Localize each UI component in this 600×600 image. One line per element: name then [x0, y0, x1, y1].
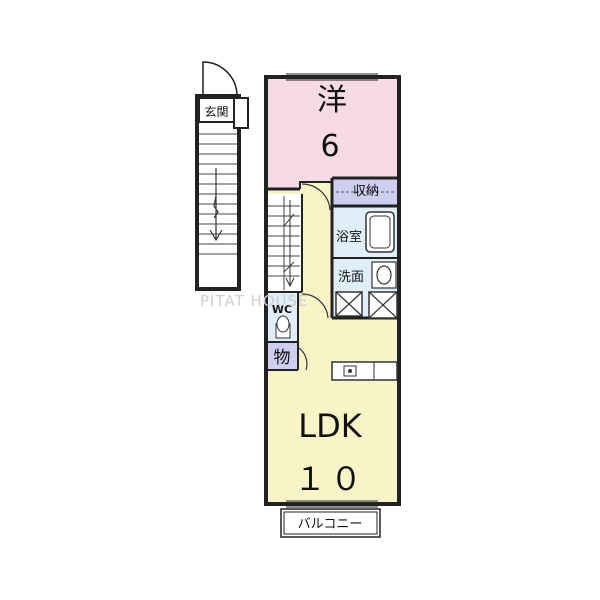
western-room-size: 6	[320, 129, 339, 164]
laundry-box-icon	[335, 291, 363, 317]
ldk-door-swing	[301, 293, 329, 319]
entrance-label: 玄関	[204, 104, 228, 119]
door-swings	[298, 183, 331, 371]
windows	[286, 73, 378, 508]
toilet-label: WC	[272, 303, 292, 316]
ldk-label: LDK	[298, 407, 362, 445]
exterior-stair-column	[195, 61, 249, 291]
walls	[264, 75, 401, 506]
kitchen-counter-icon	[331, 361, 398, 381]
interior-stair-treads	[268, 196, 300, 290]
stair-arrow-icon	[209, 168, 223, 242]
watermark-text: PITAT HOUSE	[200, 292, 309, 310]
washbasin-icon	[371, 261, 397, 289]
utility-box-icon	[368, 291, 398, 319]
bathroom-label: 浴室	[336, 229, 362, 245]
ldk-size: １０	[294, 460, 366, 498]
interior-stair-arrow-icon	[285, 200, 295, 288]
western-room-label: 洋	[317, 83, 347, 118]
closet-label: 物	[274, 348, 291, 368]
western-room-fill	[266, 77, 399, 189]
washroom-label: 洗面	[338, 270, 364, 285]
western-door-swing	[301, 183, 331, 211]
entrance-door-swing	[202, 61, 238, 98]
storage-label: 収納	[353, 184, 379, 199]
bathtub-icon	[365, 211, 395, 253]
outer-wall	[264, 75, 401, 506]
toilet-bowl-icon	[275, 315, 291, 339]
closet-fill	[266, 342, 298, 370]
balcony-label: バルコニー	[298, 517, 363, 532]
stair-column-outline	[195, 94, 241, 291]
toilet-door-swing	[298, 347, 308, 371]
stair-treads	[199, 133, 237, 255]
balcony	[280, 508, 381, 538]
entrance-box	[198, 97, 235, 123]
entrance-side-box	[233, 97, 249, 129]
